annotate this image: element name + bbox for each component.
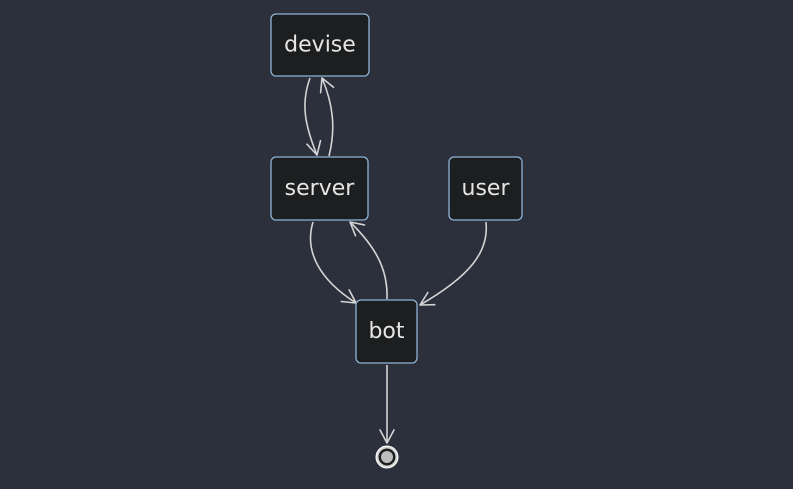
node-user-box[interactable]	[448, 156, 523, 221]
node-server-box[interactable]	[270, 156, 369, 221]
arrowhead-icon	[319, 77, 335, 94]
edge-user-to-bot	[419, 221, 488, 306]
node-bot-label: bot	[368, 319, 404, 344]
arrowhead-icon	[306, 139, 322, 156]
edge-line	[321, 77, 334, 157]
edge-line	[419, 221, 488, 306]
node-server[interactable]: server	[270, 156, 369, 221]
edge-line	[349, 221, 388, 300]
node-devise-label: devise	[284, 33, 356, 58]
arrowhead-icon	[419, 291, 436, 306]
nodes-layer: devise server user bot	[270, 13, 523, 469]
edge-bot-to-end	[379, 365, 395, 444]
node-server-label: server	[285, 176, 356, 201]
node-user-label: user	[462, 176, 511, 201]
edges-layer	[304, 77, 488, 444]
node-devise[interactable]: devise	[270, 13, 370, 77]
edge-devise-to-server	[304, 77, 322, 156]
edge-line	[304, 77, 318, 156]
end-state[interactable]	[375, 445, 399, 469]
end-state-inner	[381, 451, 393, 463]
edge-server-to-bot	[309, 221, 357, 304]
node-user[interactable]: user	[448, 156, 523, 221]
node-bot-box[interactable]	[355, 299, 418, 364]
edge-bot-to-server	[349, 221, 388, 300]
arrowhead-icon	[349, 221, 366, 237]
edge-line	[309, 221, 357, 304]
node-devise-box[interactable]	[270, 13, 370, 77]
node-bot[interactable]: bot	[355, 299, 418, 364]
edge-server-to-devise	[319, 77, 335, 157]
arrowhead-icon	[379, 429, 395, 444]
